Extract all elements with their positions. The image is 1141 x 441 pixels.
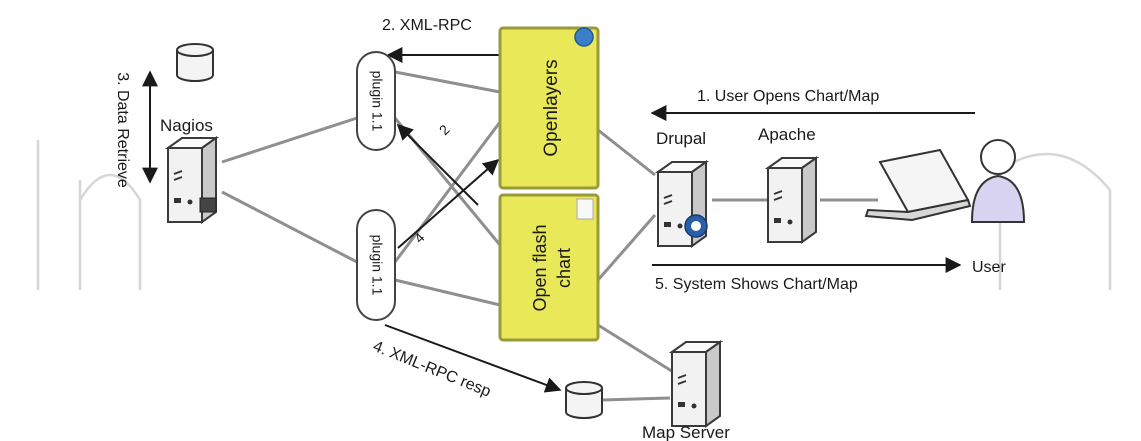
step-3-label: 3. Data Retrieve [114, 72, 131, 188]
step-5-label: 5. System Shows Chart/Map [655, 276, 858, 293]
arrow-2-number: 2 [436, 121, 453, 138]
user-icon [970, 139, 1026, 223]
map-server-label: Map Server [642, 423, 730, 441]
drupal-server-icon [657, 161, 708, 247]
user-label: User [972, 259, 1006, 276]
apache-server-icon [767, 157, 817, 243]
svg-text:plugin 1.1: plugin 1.1 [369, 71, 385, 132]
apache-label: Apache [758, 125, 816, 144]
step-2-label: 2. XML-RPC [382, 17, 472, 34]
svg-text:chart: chart [554, 248, 574, 288]
nagios-database-icon [176, 43, 214, 82]
laptop-icon [864, 148, 972, 222]
drupal-label: Drupal [656, 129, 706, 148]
plugin-bottom: plugin 1.1 [356, 209, 396, 321]
svg-text:Openlayers: Openlayers [541, 59, 562, 156]
openlayers-box: Openlayers [498, 26, 600, 190]
step-1-label: 1. User Opens Chart/Map [697, 88, 879, 105]
globe-icon [574, 27, 594, 47]
svg-text:Open flash: Open flash [530, 224, 550, 311]
nagios-label: Nagios [160, 116, 213, 135]
open-flash-chart-box: Open flash chart [498, 193, 600, 342]
step-4-label: 4. XML-RPC resp [371, 338, 494, 401]
map-server-icon [671, 341, 721, 427]
flow-arrows [142, 47, 975, 393]
plugin-top: plugin 1.1 [356, 51, 396, 151]
nagios-server-icon [167, 137, 217, 223]
map-database-icon [565, 381, 603, 419]
svg-text:plugin 1.1: plugin 1.1 [369, 235, 385, 296]
document-icon [576, 198, 594, 220]
connector-lines [221, 70, 878, 402]
